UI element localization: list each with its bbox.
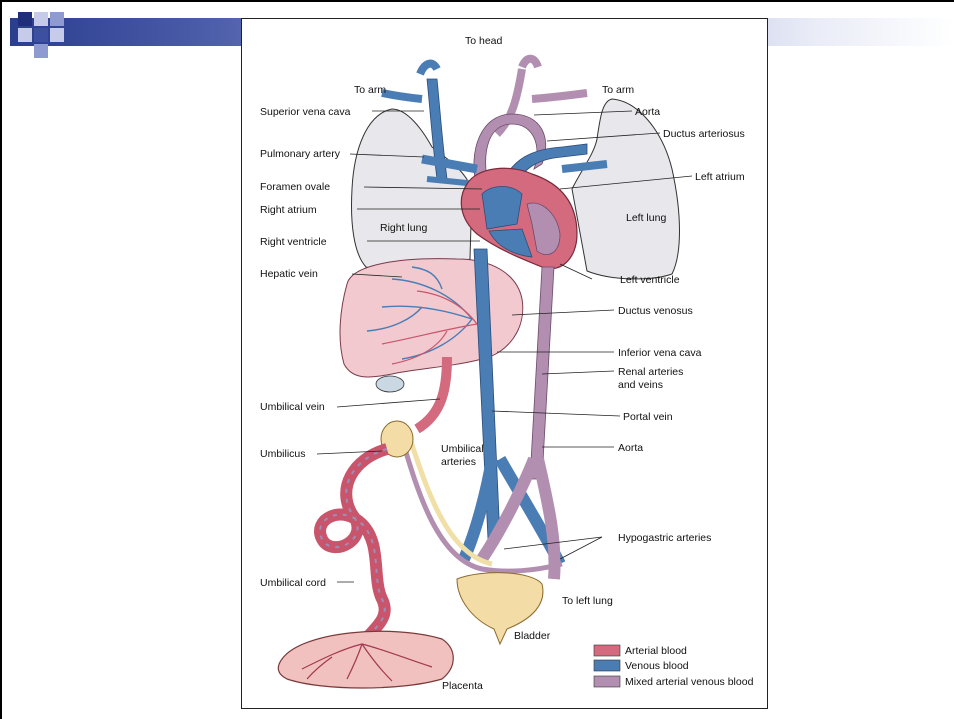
legend-swatch-mixed [594,676,620,687]
legend-label-mixed: Mixed arterial venous blood [625,676,754,688]
label-pulmonary-artery: Pulmonary artery [260,148,341,160]
label-renal-2: and veins [618,379,663,391]
label-ductus-venosus: Ductus venosus [618,305,693,317]
placenta-shape [278,631,453,688]
slide-top-border [0,0,954,2]
label-foramen-ovale: Foramen ovale [260,181,330,193]
label-placenta: Placenta [442,680,483,692]
label-umbilicus: Umbilicus [260,448,306,460]
corner-square-3 [50,12,64,26]
label-left-atrium: Left atrium [695,171,745,183]
legend-label-venous: Venous blood [625,660,689,672]
label-umbilical-arteries-2: arteries [441,456,476,468]
label-inferior-vena-cava: Inferior vena cava [618,347,702,359]
legend-swatch-arterial [594,645,620,656]
legend-swatch-venous [594,660,620,671]
label-left-ventricle: Left ventricle [620,274,680,286]
slide-left-border [0,0,2,719]
label-renal-1: Renal arteries [618,366,683,378]
label-right-atrium: Right atrium [260,204,317,216]
fetal-circulation-diagram: To head To arm To arm Superior vena cava… [242,19,769,710]
legend: Arterial blood Venous blood Mixed arteri… [594,645,754,688]
liver-shape [340,259,523,377]
right-lung-shape [352,109,472,271]
corner-square-4 [34,28,48,42]
label-ductus-arteriosus: Ductus arteriosus [663,128,745,140]
label-umbilical-arteries-1: Umbilical [441,443,484,455]
label-bladder: Bladder [514,630,551,642]
label-to-arm-left: To arm [354,84,386,96]
label-umbilical-cord: Umbilical cord [260,577,326,589]
label-umbilical-vein: Umbilical vein [260,401,325,413]
legend-label-arterial: Arterial blood [625,645,687,657]
label-hypogastric-arteries: Hypogastric arteries [618,532,711,544]
corner-square-2 [34,12,48,26]
fetal-circulation-figure: To head To arm To arm Superior vena cava… [241,18,768,709]
label-portal-vein: Portal vein [623,411,673,423]
label-left-lung: Left lung [626,212,666,224]
gallbladder-shape [376,376,404,392]
corner-square-1 [18,12,32,26]
label-right-ventricle: Right ventricle [260,236,327,248]
corner-square-5 [18,28,32,42]
label-to-left-lung: To left lung [562,595,613,607]
label-aorta-bottom: Aorta [618,442,643,454]
left-lung-shape [572,99,680,279]
corner-square-6 [50,28,64,42]
label-hepatic-vein: Hepatic vein [260,268,318,280]
label-superior-vena-cava: Superior vena cava [260,106,351,118]
label-right-lung: Right lung [380,222,427,234]
label-to-head: To head [465,35,503,47]
label-to-arm-right: To arm [602,84,634,96]
umbilical-cord-vessel [320,449,387,644]
label-aorta-top: Aorta [635,106,660,118]
corner-square-7 [34,44,48,58]
